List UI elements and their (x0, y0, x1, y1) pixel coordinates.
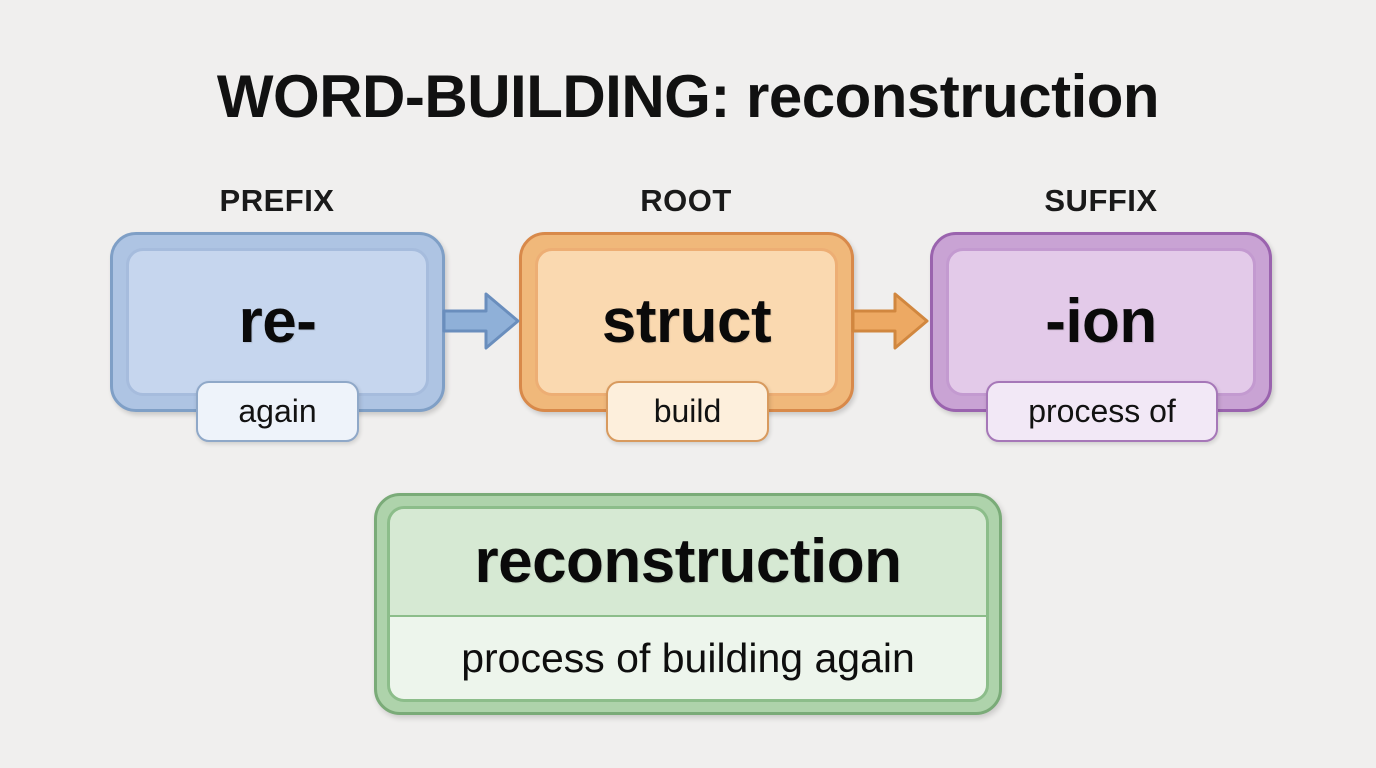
meaning-badge-prefix-label: again (238, 393, 317, 429)
meaning-badge-suffix[interactable]: process of (986, 381, 1218, 442)
result-inner: reconstruction process of building again (387, 506, 989, 702)
result-box[interactable]: reconstruction process of building again (374, 493, 1002, 715)
morpheme-text-prefix: re- (238, 287, 317, 356)
meaning-badge-prefix[interactable]: again (196, 381, 359, 442)
morpheme-text-suffix: -ion (1045, 287, 1157, 356)
meaning-badge-suffix-label: process of (1028, 393, 1176, 429)
morpheme-inner-suffix: -ion (946, 248, 1256, 396)
meaning-badge-root[interactable]: build (606, 381, 769, 442)
result-meaning: process of building again (461, 634, 915, 681)
category-label-prefix: PREFIX (219, 183, 335, 218)
category-label-root: ROOT (640, 183, 732, 218)
arrow-root-to-suffix-icon (851, 292, 929, 350)
morpheme-text-root: struct (601, 287, 772, 356)
result-word: reconstruction (474, 527, 902, 596)
page-title: WORD-BUILDING: reconstruction (216, 63, 1160, 130)
result-word-row: reconstruction (390, 509, 986, 617)
meaning-badge-root-label: build (653, 393, 722, 429)
arrow-prefix-to-root-icon (442, 292, 520, 350)
category-label-suffix: SUFFIX (1044, 183, 1158, 218)
morpheme-box-prefix[interactable]: re- (110, 232, 445, 412)
result-meaning-row: process of building again (390, 617, 986, 699)
morpheme-inner-prefix: re- (126, 248, 429, 396)
morpheme-inner-root: struct (535, 248, 838, 396)
